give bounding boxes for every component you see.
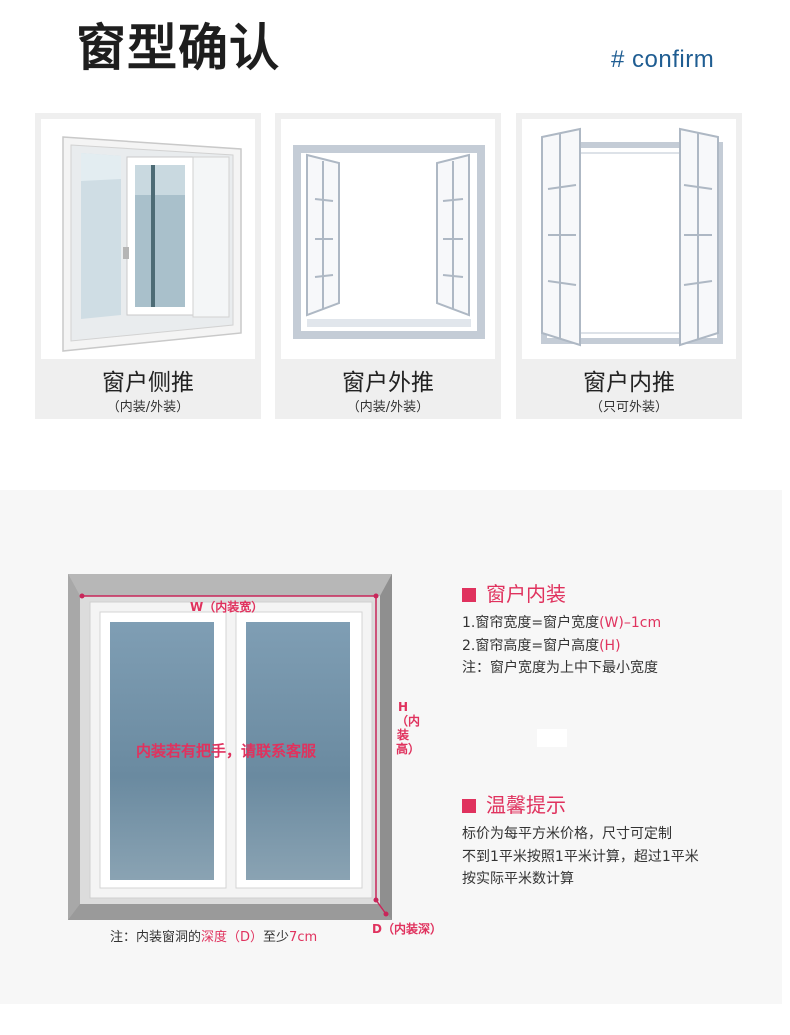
- card-name: 窗户内推: [583, 370, 675, 396]
- outward-casement-window-icon: [293, 145, 485, 339]
- square-bullet-icon: [462, 588, 476, 602]
- inward-casement-window-icon: [541, 127, 723, 347]
- handle-contact-notice: 内装若有把手，请联系客服: [136, 742, 317, 760]
- window-measure-diagram: [68, 574, 392, 920]
- tips-heading: 温馨提示: [462, 789, 566, 818]
- width-formula: 1.窗帘宽度=窗户宽度(W)–1cm: [462, 615, 662, 631]
- card-note: （内装/外装）: [106, 400, 190, 415]
- window-image: [522, 119, 736, 359]
- install-heading: 窗户内装: [462, 578, 566, 607]
- window-type-card-sliding[interactable]: 窗户侧推 （内装/外装）: [35, 113, 261, 419]
- depth-label: D（内装深）: [372, 922, 442, 936]
- square-bullet-icon: [462, 799, 476, 813]
- width-label: W（内装宽）: [190, 600, 264, 614]
- page-title: 窗型确认: [76, 19, 280, 77]
- blank-box: [537, 729, 567, 747]
- width-note: 注：窗户宽度为上中下最小宽度: [462, 660, 658, 676]
- confirm-tag: # confirm: [611, 46, 715, 73]
- window-type-card-outward[interactable]: 窗户外推 （内装/外装）: [275, 113, 501, 419]
- window-image: [281, 119, 495, 359]
- height-label: H（内装高）: [396, 700, 421, 756]
- card-note: （只可外装）: [589, 400, 668, 415]
- card-name: 窗户侧推: [102, 370, 194, 396]
- tip-line: 按实际平米数计算: [462, 871, 574, 887]
- depth-note: 注：内装窗洞的深度（D）至少7cm: [110, 930, 318, 945]
- tip-line: 标价为每平方米价格，尺寸可定制: [462, 826, 672, 842]
- sliding-window-icon: [62, 136, 242, 352]
- window-image: [41, 119, 255, 359]
- tip-line: 不到1平米按照1平米计算，超过1平米: [462, 849, 699, 865]
- card-name: 窗户外推: [342, 370, 434, 396]
- height-formula: 2.窗帘高度=窗户高度(H): [462, 638, 621, 654]
- window-type-card-inward[interactable]: 窗户内推 （只可外装）: [516, 113, 742, 419]
- card-note: （内装/外装）: [346, 400, 430, 415]
